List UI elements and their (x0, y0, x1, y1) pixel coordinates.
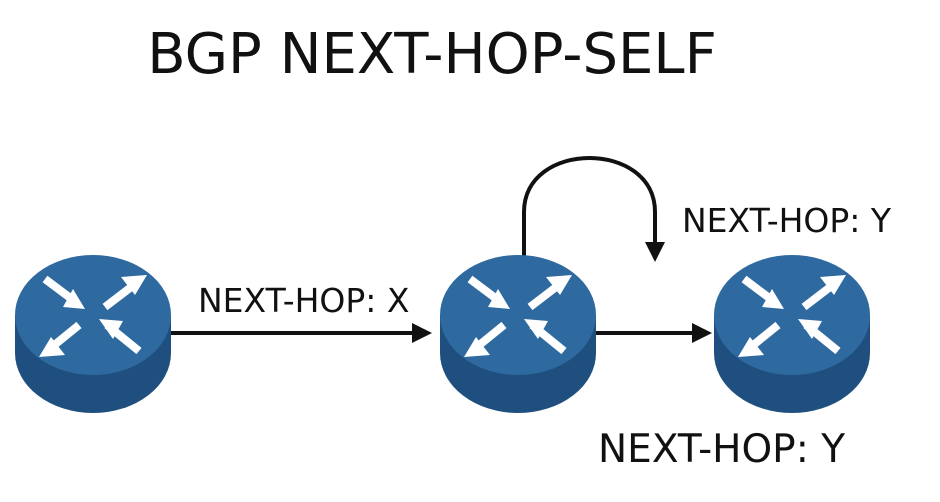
router-middle[interactable] (440, 255, 596, 413)
label-next-hop-y-loop: NEXT-HOP: Y (682, 201, 892, 240)
label-next-hop-y-bottom: NEXT-HOP: Y (598, 427, 845, 472)
router-icon (15, 255, 171, 413)
router-left[interactable] (15, 255, 171, 413)
next-hop-self-loop-arrow (522, 156, 665, 262)
page-title: BGP NEXT-HOP-SELF (147, 22, 717, 87)
router-right[interactable] (714, 255, 870, 413)
router-icon (714, 255, 870, 413)
label-next-hop-x: NEXT-HOP: X (198, 281, 410, 320)
router-icon (440, 255, 596, 413)
